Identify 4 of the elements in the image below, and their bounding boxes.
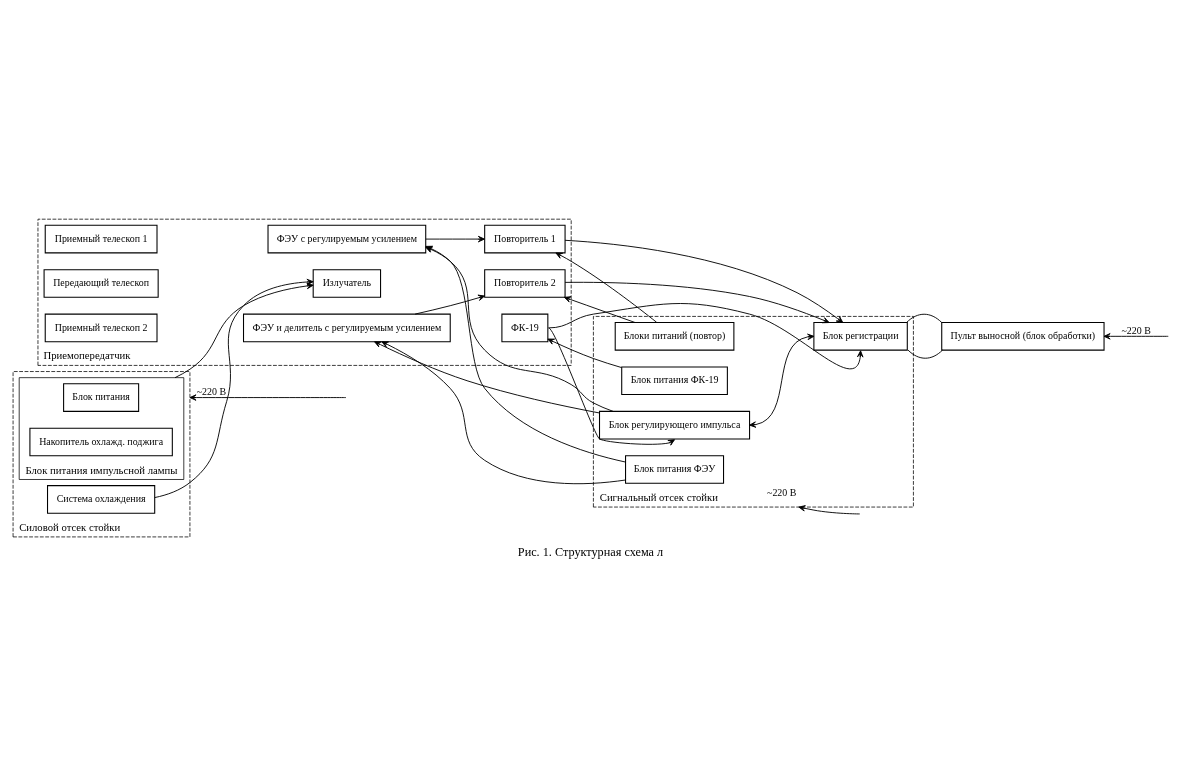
edge-label: ~220 В: [196, 385, 227, 397]
edge-label: ~220 В: [1121, 324, 1151, 336]
caption: Рис. 1. Структурная схема л: [517, 544, 664, 559]
edge-label: ~220 В: [767, 486, 797, 498]
